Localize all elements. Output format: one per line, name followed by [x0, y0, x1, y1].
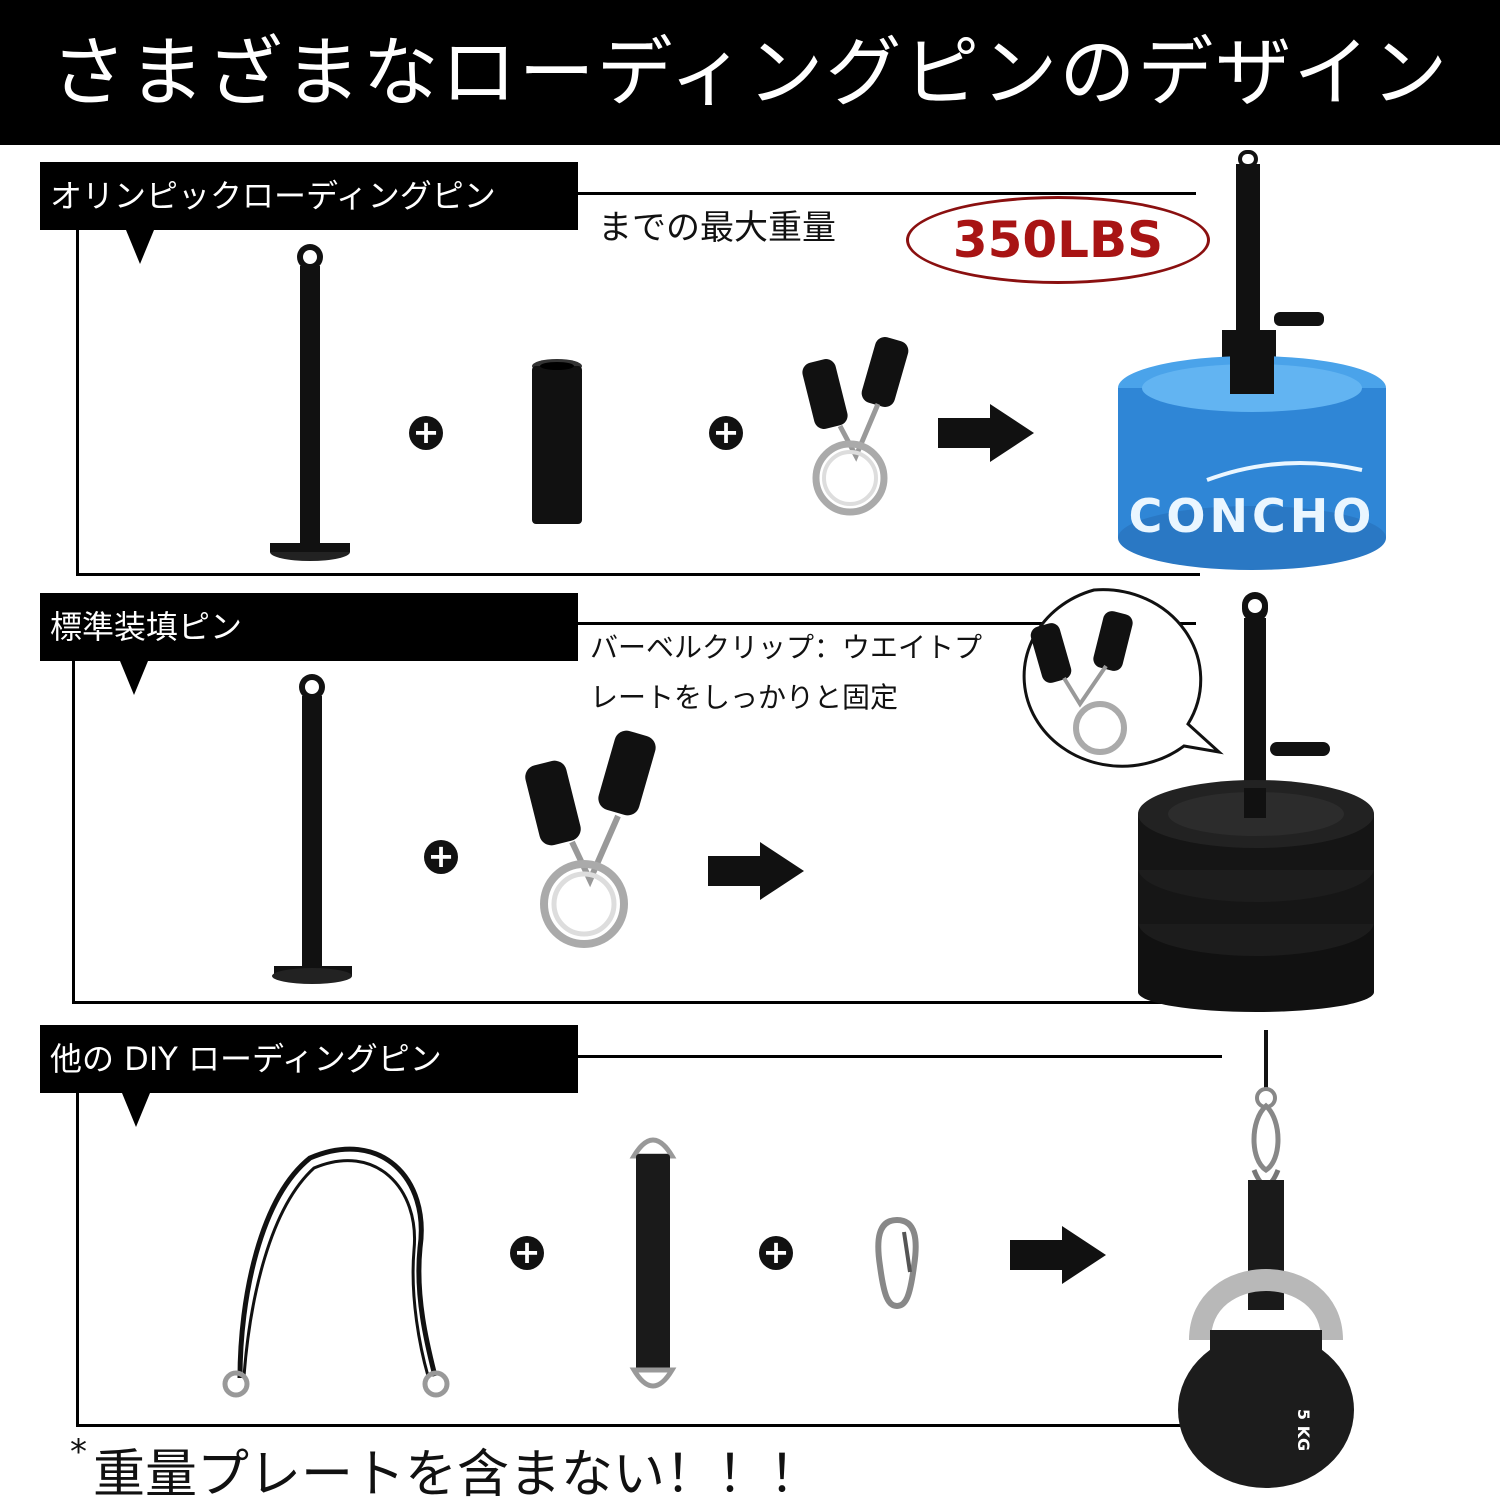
heading-pointer	[120, 661, 148, 695]
section-heading-standard: 標準装填ピン	[40, 593, 578, 661]
footer-note: *重量プレートを含まない！！！	[70, 1432, 821, 1507]
strap-handle-icon	[629, 1137, 677, 1389]
plus-icon: +	[424, 840, 458, 874]
plus-icon: +	[709, 416, 743, 450]
steel-cable-icon	[222, 1146, 450, 1398]
clip-note-line-2: レートをしっかりと固定	[590, 681, 899, 714]
plus-icon: +	[510, 1236, 544, 1270]
max-weight-label: までの最大重量	[598, 208, 836, 248]
arrow-right-icon	[1010, 1226, 1106, 1284]
section-frame-olympic	[76, 230, 1200, 576]
sleeve-tube-icon	[532, 359, 582, 524]
section-frame-diy	[76, 1093, 1200, 1427]
clip-note-line-1: バーベルクリップ：ウエイトプ	[590, 631, 983, 664]
plus-icon: +	[759, 1236, 793, 1270]
spring-clip-icon	[525, 730, 656, 948]
black-plate-stack-icon	[1138, 592, 1374, 1012]
plus-icon: +	[409, 416, 443, 450]
clip-zoom-callout	[1022, 588, 1224, 768]
divider-line	[578, 192, 1196, 195]
divider-line	[578, 622, 1196, 625]
kettlebell-hanging-icon: 5 KG	[1178, 1030, 1354, 1488]
section-heading-diy: 他の DIY ローディングピン	[40, 1025, 578, 1093]
heading-pointer	[122, 1093, 150, 1127]
arrow-right-icon	[708, 842, 804, 900]
brand-label: CONCHO	[1129, 489, 1376, 543]
max-weight-badge: 350LBS	[906, 196, 1210, 284]
footer-asterisk: *	[70, 1432, 87, 1472]
spring-clip-icon	[802, 337, 909, 516]
kettlebell-weight-label: 5 KG	[1294, 1409, 1313, 1451]
section-heading-olympic: オリンピックローディングピン	[40, 162, 578, 230]
heading-pointer	[126, 230, 154, 264]
loading-pin-with-base-icon	[270, 244, 350, 561]
arrow-right-icon	[938, 404, 1034, 462]
footer-text: 重量プレートを含まない！！！	[93, 1445, 822, 1505]
page-title-banner: さまざまなローディングピンのデザイン	[0, 0, 1500, 145]
carabiner-icon	[875, 1216, 919, 1310]
section-frame-standard	[72, 661, 1196, 1004]
divider-line	[578, 1055, 1222, 1058]
blue-plate-stack-icon: CONCHO	[1118, 150, 1386, 570]
loading-pin-with-base-icon	[272, 674, 352, 984]
